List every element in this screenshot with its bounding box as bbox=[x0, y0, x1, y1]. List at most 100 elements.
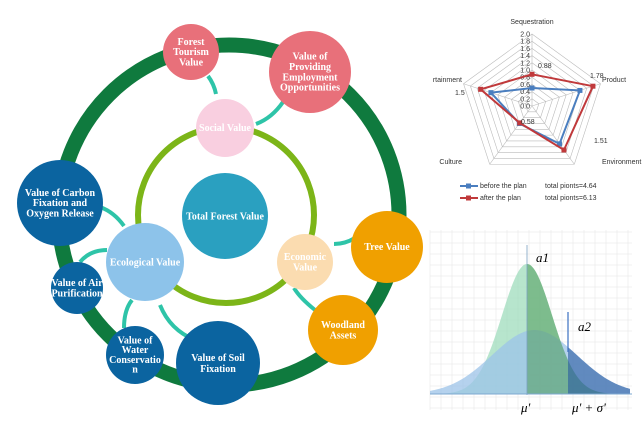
soil-fixation-node-circle bbox=[176, 321, 260, 405]
radar-tick-label: 0.6 bbox=[520, 82, 530, 89]
legend-marker bbox=[466, 183, 471, 189]
radar-axis-label: Sequestration bbox=[510, 19, 553, 26]
legend-marker bbox=[466, 195, 471, 201]
annotation-a1: a1 bbox=[536, 250, 549, 265]
radar-point bbox=[557, 141, 563, 147]
arrows bbox=[78, 74, 357, 342]
woodland-assets-node-label: Woodland bbox=[321, 320, 365, 331]
radar-point bbox=[488, 90, 494, 96]
air-purification-node-circle bbox=[51, 262, 103, 314]
forest-tourism-node-label: Value bbox=[179, 58, 204, 69]
carbon-fixation-node-label: Fixation and bbox=[33, 198, 88, 209]
woodland-assets-node-circle bbox=[308, 295, 378, 365]
radar-axis-label: Product bbox=[602, 77, 626, 84]
arrow bbox=[292, 286, 317, 312]
radar-tick-label: 0.8 bbox=[520, 75, 530, 82]
ecological-value-node: Ecological Value bbox=[106, 223, 184, 301]
radar-axis-label: Culture bbox=[439, 159, 462, 166]
radar-point bbox=[517, 120, 523, 126]
radar-tick-label: 1.4 bbox=[520, 53, 530, 60]
radar-tick-label: 1.6 bbox=[520, 46, 530, 53]
radar-tick-label: 1.8 bbox=[520, 39, 530, 46]
radar-point bbox=[529, 85, 535, 91]
radar-data-label: 0.58 bbox=[521, 119, 535, 126]
radar-gridline bbox=[511, 84, 553, 124]
legend-total: total pionts=4.64 bbox=[545, 183, 597, 190]
radar-data-label: 1.51 bbox=[594, 138, 608, 145]
employment-node-label: Providing bbox=[289, 62, 331, 73]
radar-gridline bbox=[470, 40, 594, 159]
carbon-fixation-node-label: Value of Carbon bbox=[25, 188, 96, 199]
economic-value-node-circle bbox=[277, 234, 333, 290]
radar-gridline bbox=[483, 55, 581, 148]
radar-spoke bbox=[489, 105, 533, 165]
radar-spoke bbox=[531, 105, 575, 165]
carbon-fixation-node-label: Oxygen Release bbox=[26, 209, 94, 220]
ecological-value-node-circle bbox=[106, 223, 184, 301]
radar-tick-label: 0.4 bbox=[520, 89, 530, 96]
water-conservation-node-label: Water bbox=[122, 345, 149, 356]
social-value-node-circle bbox=[196, 99, 254, 157]
radar-gridline bbox=[524, 98, 540, 113]
radar-data-label: 1.5 bbox=[455, 90, 465, 97]
total-forest-value-node-label: Total Forest Value bbox=[186, 212, 264, 223]
radar-axis-label: Environment bbox=[602, 159, 641, 166]
employment-node-label: Value of bbox=[293, 52, 329, 63]
arrow bbox=[206, 74, 218, 95]
radar-tick-label: 1.2 bbox=[520, 60, 530, 67]
forest-tourism-node-circle bbox=[163, 24, 219, 80]
radar-point bbox=[561, 147, 567, 153]
radar-axis-label: rtainment bbox=[433, 77, 462, 84]
radar-gridline bbox=[476, 48, 588, 153]
total-forest-value-node-circle bbox=[182, 173, 268, 259]
radar-gridline bbox=[490, 62, 574, 142]
economic-value-node-label: Economic bbox=[284, 252, 327, 263]
forest-tourism-node-label: Forest bbox=[177, 37, 205, 48]
tree-value-node-label: Tree Value bbox=[364, 242, 410, 253]
legend-label: after the plan bbox=[480, 195, 521, 202]
air-purification-node-label: Value of Air bbox=[51, 278, 103, 289]
legend-total: total pionts=6.13 bbox=[545, 195, 597, 202]
carbon-fixation-node-circle bbox=[17, 160, 103, 246]
social-value-node-label: Social Value bbox=[199, 123, 252, 134]
radar-series-line bbox=[488, 86, 582, 146]
employment-node-label: Employment bbox=[283, 72, 339, 83]
forest-tourism-node-label: Tourism bbox=[173, 47, 209, 58]
radar-spoke bbox=[531, 83, 601, 107]
tree-value-node: Tree Value bbox=[351, 211, 423, 283]
radar-tick-label: 0.0 bbox=[520, 104, 530, 111]
radar-gridline bbox=[463, 33, 601, 165]
arrow bbox=[99, 205, 126, 228]
radar-data-label: 0.88 bbox=[538, 63, 552, 70]
radar-tick-label: 2.0 bbox=[520, 32, 530, 39]
economic-value-node-label: Value bbox=[293, 262, 318, 273]
social-value-node: Social Value bbox=[196, 99, 254, 157]
tail-area-a1 bbox=[527, 264, 630, 394]
tail-area-a2 bbox=[568, 347, 630, 394]
radar-gridline bbox=[517, 91, 547, 118]
radar-series-line bbox=[478, 73, 595, 152]
legend-label: before the plan bbox=[480, 183, 527, 190]
radar-spoke bbox=[463, 83, 533, 107]
water-conservation-node-label: n bbox=[132, 365, 138, 376]
arrow bbox=[78, 248, 108, 264]
x-label-mu: μ' bbox=[520, 400, 531, 415]
radar-point bbox=[577, 87, 583, 93]
radar-point bbox=[478, 86, 484, 92]
radar-tick-label: 0.2 bbox=[520, 96, 530, 103]
employment-node-circle bbox=[269, 31, 351, 113]
water-conservation-node-circle bbox=[106, 326, 164, 384]
arrow bbox=[255, 100, 285, 126]
soil-fixation-node-label: Fixation bbox=[200, 364, 236, 375]
ecological-value-node-label: Ecological Value bbox=[110, 257, 181, 268]
total-forest-value-node: Total Forest Value bbox=[182, 173, 268, 259]
